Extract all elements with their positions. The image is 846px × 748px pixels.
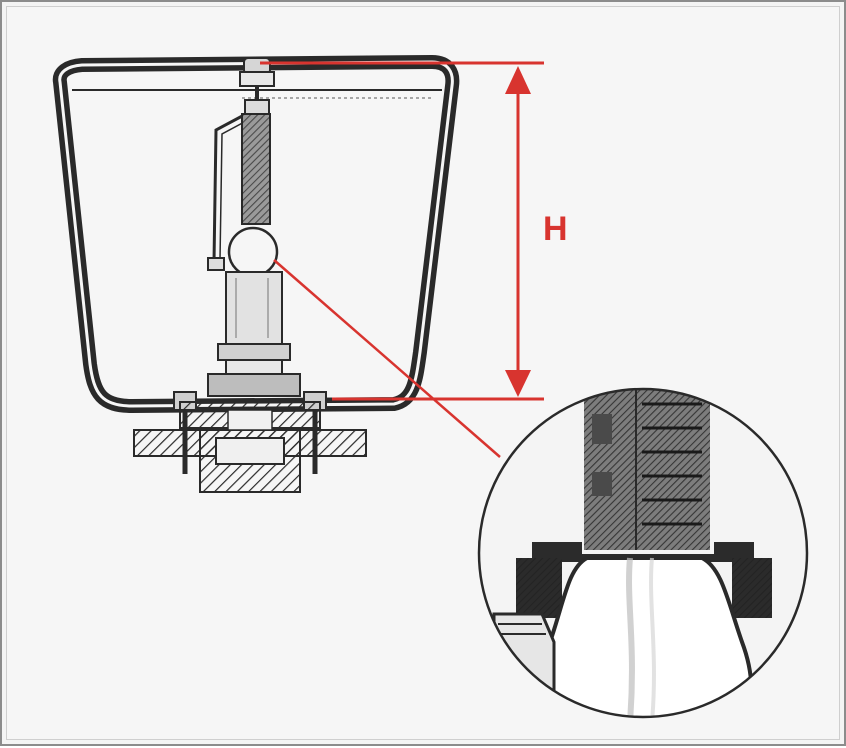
detail-leader-line xyxy=(273,259,501,458)
detail-circle-outline xyxy=(477,387,809,719)
valve-assembly xyxy=(207,57,301,397)
valve-body xyxy=(225,271,283,345)
detail-marker-circle xyxy=(227,226,279,278)
dimension-arrow-bottom xyxy=(505,370,531,397)
dimension-label: H xyxy=(543,210,568,248)
detail-float-body xyxy=(540,556,754,717)
lever-arm xyxy=(212,112,247,263)
height-dimension: H xyxy=(260,61,568,401)
magnified-detail xyxy=(477,387,809,719)
dimension-arrow-top xyxy=(505,66,531,94)
tank-shell xyxy=(52,54,460,414)
base-flange xyxy=(133,391,367,493)
